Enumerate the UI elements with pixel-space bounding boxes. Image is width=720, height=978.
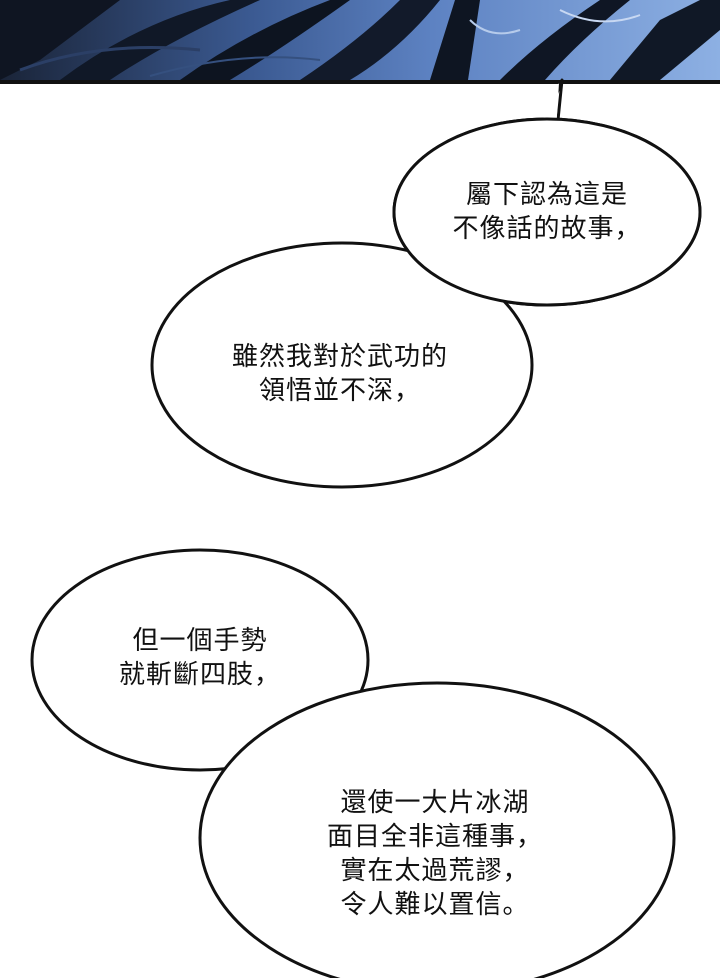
bubble-2-line-2: 領悟並不深， (258, 376, 421, 406)
bubble-4-line-3: 實在太過荒謬， (340, 856, 530, 886)
bubble-2-line-1: 雖然我對於武功的 (231, 342, 448, 372)
bubble-3-line-2: 就斬斷四肢， (118, 660, 281, 690)
speech-bubble-4 (198, 681, 676, 978)
speech-bubble-1-overlap (392, 117, 702, 307)
bubble-1-line-1: 屬下認為這是 (465, 180, 628, 210)
bubble-2-text: 雖然我對於武功的 領悟並不深， (210, 340, 470, 408)
bubble-4-text: 還使一大片冰湖 面目全非這種事， 實在太過荒謬， 令人難以置信。 (320, 786, 550, 922)
bubble-1-line-2: 不像話的故事， (452, 214, 642, 244)
bubble-4-line-2: 面目全非這種事， (326, 822, 543, 852)
speech-bubble-3 (30, 548, 370, 772)
bubble-4-line-4: 令人難以置信。 (340, 890, 530, 920)
bubble-1-text: 屬下認為這是 不像話的故事， (447, 178, 647, 246)
bubble-3-line-1: 但一個手勢 (132, 626, 268, 656)
speech-bubble-2 (150, 241, 534, 489)
top-artwork (0, 0, 720, 84)
bubble-4-line-1: 還使一大片冰湖 (340, 788, 530, 818)
bubble-3-text: 但一個手勢 就斬斷四肢， (110, 624, 290, 692)
